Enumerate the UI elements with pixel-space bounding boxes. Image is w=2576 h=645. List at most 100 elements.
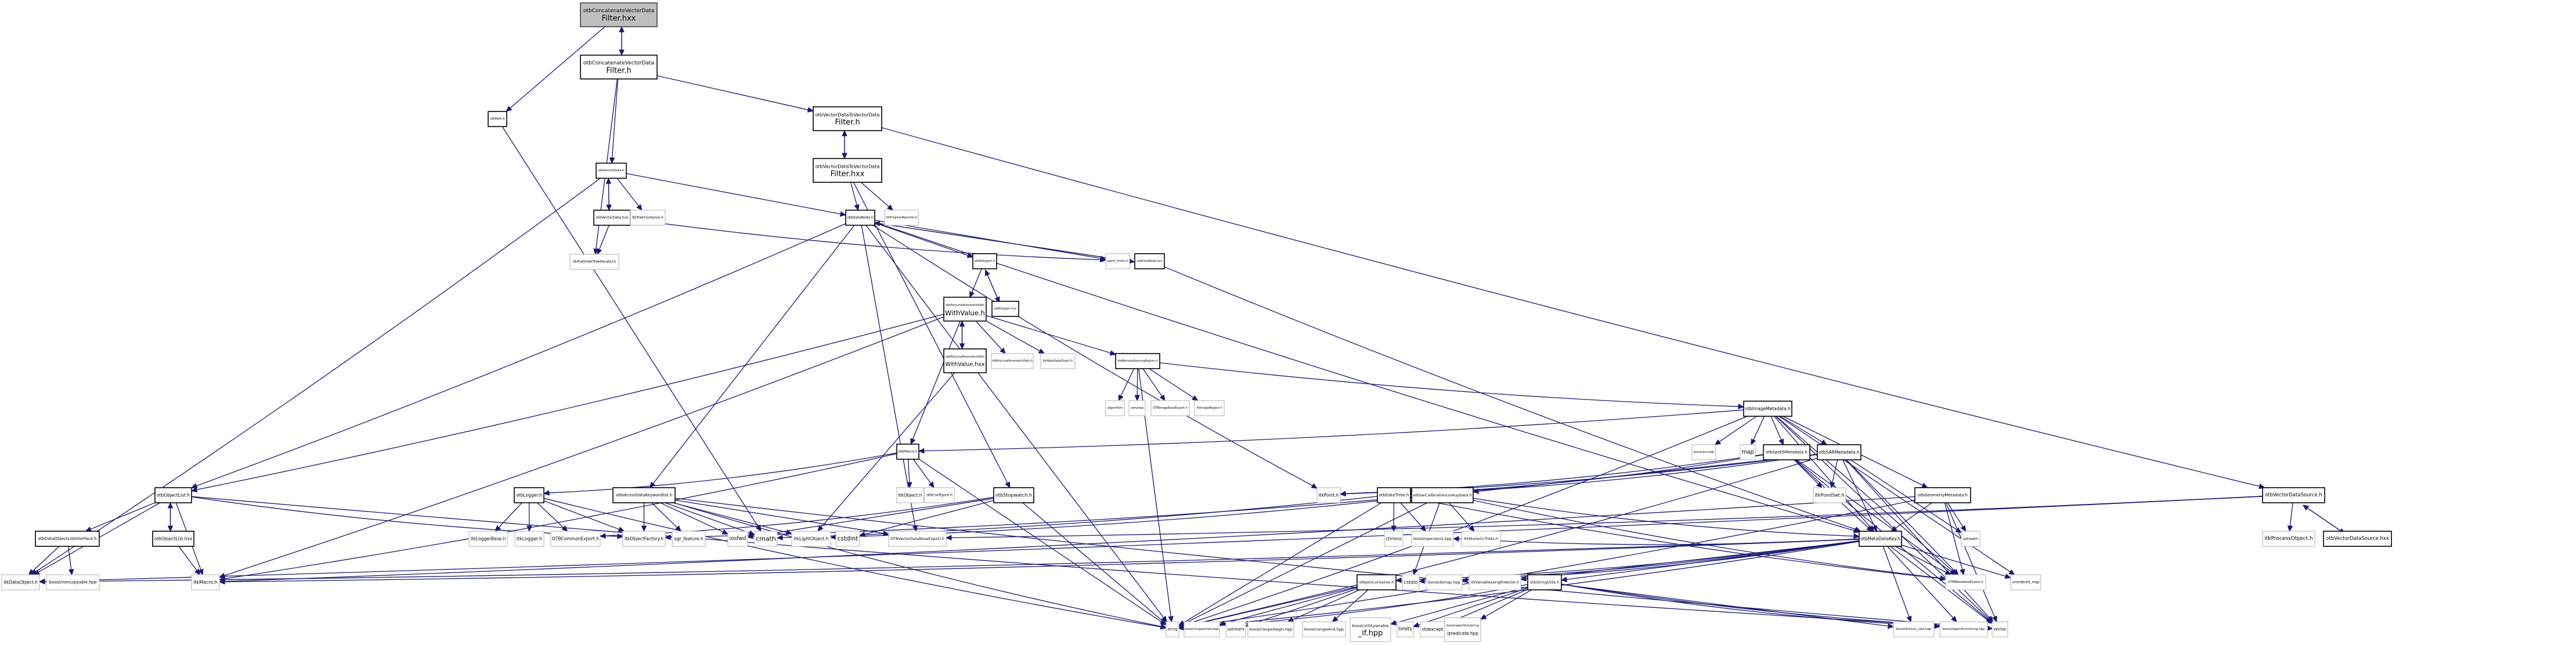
node-commonexp: OTBCommonExport.h [550,531,601,547]
node-label: chrono [1386,536,1402,542]
node-box [888,531,947,547]
node-box [468,531,508,547]
node-vdsource-hxx[interactable]: otbVectorDataSource.hxx [2323,531,2392,547]
edge-spot5-to-pointset [1794,459,1823,488]
edge-strutils-to-limits [1412,588,1528,628]
node-logger[interactable]: otbLogger.h [514,487,544,503]
node-label: itkImageRegion.h [1197,406,1222,410]
edge-vd_hxx-to-preorder [597,225,609,255]
edge-vdkwl-to-string [673,502,1167,629]
edge-datetime-to-cmath [776,496,1378,540]
node-box [2010,574,2041,590]
node-box [1859,531,1902,547]
node-box [488,111,507,127]
node-objlist-hxx[interactable]: otbObjectList.hxx [152,531,194,547]
node-box [791,531,831,547]
node-box [1411,487,1474,503]
node-box [514,487,544,503]
arrowhead-icon [918,448,925,454]
node-box [991,301,1019,317]
node-vdsource-h[interactable]: otbVectorDataSource.h [2262,487,2325,503]
node-metadatakey[interactable]: otbMetaDataKey.h [1859,531,1902,547]
node-label: Filter.hxx [602,15,636,23]
node-label: itkPointSet.h [1815,493,1845,498]
node-math[interactable]: otbMath.h [488,111,507,127]
arrowhead-icon [38,579,45,585]
node-box [569,254,619,270]
node-vd-h[interactable]: otbVectorData.h [596,163,627,179]
node-label: boost/range/begin.hpp [1250,627,1293,632]
edge-rsregion-to-imgregion [1149,368,1199,401]
node-iosfwd: iosfwd [727,531,748,547]
node-box [152,531,194,547]
arrowhead-icon [664,534,671,540]
node-box [813,158,882,183]
node-polygon-h[interactable]: otbPolygon.h [972,253,997,269]
node-vdkwl[interactable]: otbVectorDataKeywordlist.h [612,487,676,503]
node-box [1939,621,1988,637]
node-spot5[interactable]: otbSpot5Metadata.h [1763,444,1810,460]
arrowhead-icon [969,291,975,298]
arrowhead-icon [1099,255,1107,261]
node-datetime[interactable]: otbDateTime.h [1377,487,1411,503]
node-dolif[interactable]: otbDataObjectListInterface.h [35,531,100,547]
node-label: cmath [756,535,776,543]
node-imgmeta[interactable]: otbImageMetadata.h [1743,401,1792,417]
node-box [943,297,987,322]
arrowhead-icon [1887,623,1895,629]
node-label: cstdio [1404,580,1418,585]
node-strutils[interactable]: otbStringUtils.h [1527,574,1562,590]
edge-sarmeta-to-metaexp [1846,459,1959,575]
node-joincont[interactable]: otbJoinContainer.h [1356,574,1397,590]
arrowhead-icon [1461,577,1468,583]
edge-metadatakey-to-itkmacro [218,539,1860,585]
node-vd-hxx[interactable]: otbVectorData.hxx [593,210,631,226]
node-treecont: itkTreeContainer.h [630,210,666,226]
node-label: otbJoinContainer.h [1359,580,1394,585]
node-objlist-h[interactable]: otbObjectList.h [154,487,192,503]
edge-objlist_h-to-dolif [85,502,156,532]
arrowhead-icon [817,525,824,532]
node-macro[interactable]: otbMacro.h [896,444,919,460]
node-polygon-hxx[interactable]: otbPolygon.hxx [991,301,1019,317]
node-box [2262,531,2315,547]
node-datanode-hxx[interactable]: otbDataNode.hxx [1134,253,1165,269]
node-progrep: itkProgressReporter.h [884,210,919,226]
node-rsregion[interactable]: otbRemoteSensingRegion.h [1115,353,1160,369]
node-label: otbStopwatch.h [995,493,1032,498]
arrowhead-icon [1420,525,1427,532]
node-label: stdexcept [1422,627,1444,632]
arrowhead-icon [1738,403,1745,409]
node-geommeta[interactable]: otbGeometryMetadata.h [1914,487,1971,503]
node-box [1813,487,1846,503]
edge-strutils-to-predicate [1480,589,1532,620]
edge-vdkwl-to-objfactory [641,503,647,532]
node-label: boost/algorithm/string [1446,624,1479,628]
node-sarcal[interactable]: otbSarCalibrationLookupData.h [1411,487,1474,503]
edge-geommeta-to-sstream [1947,502,1967,532]
node-sarmeta[interactable]: otbSARMetadata.h [1817,444,1861,460]
node-datanode-h[interactable]: otbDataNode.h [845,210,875,226]
node-label: otbDataObjectListInterface.h [38,536,96,541]
node-algorithm: algorithm [1105,400,1125,416]
arrowhead-icon [776,535,783,540]
edge-vd2vdf_hxx-to-vd2vdf_h [842,129,847,158]
edge-vdkwl-to-iosfwd [660,502,729,535]
node-label: boost/range/empty.hpp [1185,628,1218,631]
edge-macro-to-configure [912,459,935,488]
node-label: _if.hpp [1358,629,1383,638]
node-cstdio: cstdio [1402,574,1420,590]
node-box [672,531,706,547]
node-box [46,574,100,590]
node-stopwatch[interactable]: otbStopwatch.h [993,487,1034,503]
node-box [630,210,666,226]
edge-vd_h-to-datanode_h [626,173,847,217]
arrowhead-icon [829,534,836,540]
node-box [1991,621,2008,637]
